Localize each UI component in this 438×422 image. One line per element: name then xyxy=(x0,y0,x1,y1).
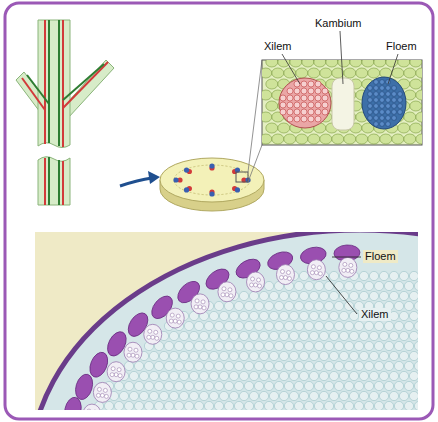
part-label: Xilem xyxy=(262,40,294,53)
leader-line xyxy=(326,276,357,314)
leader-line xyxy=(282,54,300,84)
part-label: Floem xyxy=(363,250,398,263)
part-label: Floem xyxy=(384,40,419,53)
part-label: Kambium xyxy=(313,17,363,30)
leader-line xyxy=(332,257,361,258)
pointer-arrow xyxy=(120,178,152,186)
part-label: Xilem xyxy=(359,308,391,321)
cross-section-disk xyxy=(160,60,264,211)
stem-drawing xyxy=(16,20,114,205)
micrograph xyxy=(30,230,438,422)
leader-line xyxy=(340,31,343,84)
arrow-head xyxy=(148,171,160,184)
vascular-bundle-zoom xyxy=(260,57,428,145)
leader-line xyxy=(388,54,398,84)
